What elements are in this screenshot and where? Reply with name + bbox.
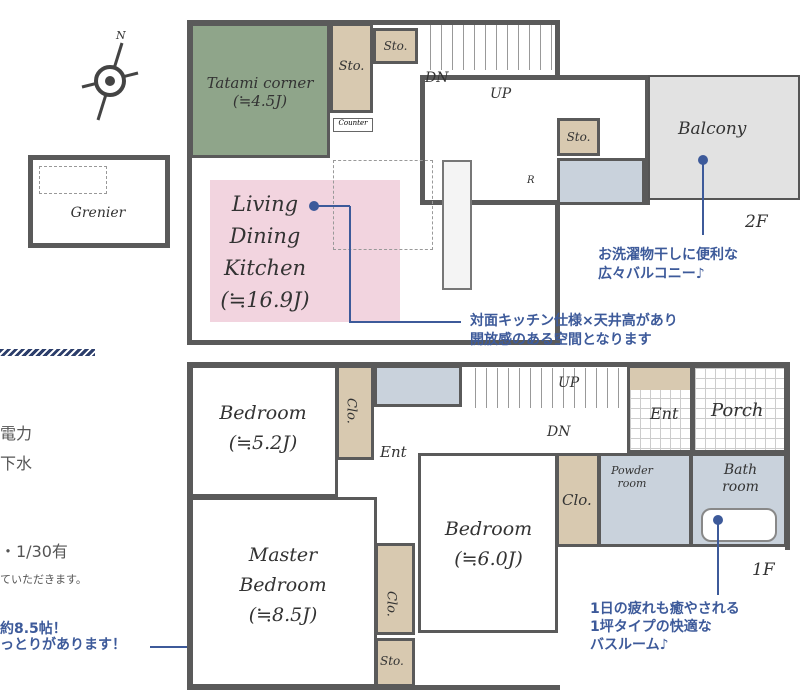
clo-label: Clo. [343, 398, 359, 424]
storage: Sto. [557, 118, 600, 156]
bath-room: Bath room [690, 453, 787, 547]
sto-label: Sto. [566, 130, 591, 144]
powder-room: Powder room [598, 453, 692, 547]
callout-line [314, 205, 350, 207]
r-label: R [527, 175, 535, 186]
toilet-1f [374, 365, 462, 407]
kitchen-callout: 対面キッチン仕様×天井高があり [470, 313, 678, 329]
tatami-label: Tatami corner [206, 74, 314, 92]
callout-line [702, 160, 704, 235]
room-size: (≒6.0J) [454, 548, 523, 570]
floor-label-1f: 1F [752, 560, 775, 580]
tatami-corner: Tatami corner(≒4.5J) [190, 23, 330, 158]
ldk-label: Kitchen [223, 256, 307, 280]
clo-label: Clo. [383, 591, 399, 617]
ldk-label: Living [231, 192, 299, 216]
ldk-area [210, 180, 400, 322]
svg-text:N: N [115, 29, 126, 42]
counter-label: Counter [333, 118, 373, 132]
ent-label: Ent [650, 404, 679, 423]
callout-line [349, 321, 461, 323]
sto-label: Sto. [338, 59, 365, 74]
sto-label: Sto. [380, 654, 404, 668]
porch: Porch [692, 365, 787, 453]
bath-label: Bath room [722, 462, 759, 495]
room-label: Bedroom [444, 518, 533, 540]
ldk-size: (≒16.9J) [220, 288, 310, 312]
side-text: ・1/30有 [0, 542, 68, 561]
clo-label: Clo. [562, 491, 592, 509]
callout-line [717, 520, 719, 595]
kitchen-counter [442, 160, 472, 290]
dn-label: DN [425, 70, 449, 86]
room-size: (≒8.5J) [248, 604, 318, 626]
bath-callout: 1日の疲れも癒やされる [590, 601, 740, 617]
grenier-room: Grenier [28, 155, 170, 248]
room-label: Master [248, 544, 318, 566]
storage: Sto. [373, 28, 418, 64]
room-label: Bedroom [219, 402, 307, 424]
bedroom-1: Bedroom (≒5.2J) [190, 365, 338, 497]
porch-label: Porch [711, 400, 764, 421]
kitchen-callout: 開放感のある空間となります [470, 332, 652, 348]
balcony-callout: お洗濯物干しに便利な [598, 247, 738, 263]
storage: Sto. [330, 23, 373, 113]
ldk-label: Dining [229, 224, 301, 248]
room-label: Bedroom [239, 574, 327, 596]
stripe-divider [0, 349, 95, 356]
compass-icon: N [80, 25, 140, 125]
stairs [465, 368, 625, 408]
side-text: 下水 [0, 454, 33, 473]
callout-line [150, 646, 195, 648]
up-label: UP [490, 86, 512, 102]
balcony: Balcony [648, 75, 800, 200]
toilet-2f [557, 158, 645, 205]
tatami-size: (≒4.5J) [232, 92, 288, 110]
floor-label-2f: 2F [745, 212, 768, 232]
grenier-label: Grenier [70, 205, 126, 221]
side-text: 電力 [0, 424, 33, 443]
balcony-label: Balcony [678, 119, 747, 139]
sto-label: Sto. [383, 39, 408, 53]
dn-label: DN [547, 424, 571, 440]
side-text: ていただきます。 [0, 573, 87, 586]
callout-line [349, 206, 351, 322]
up-label: UP [558, 375, 580, 391]
bath-callout: 1坪タイプの快適な [590, 619, 712, 635]
master-callout: っとりがあります！ [0, 637, 126, 653]
master-callout: 約8.5帖！ [0, 621, 67, 637]
powder-label: Powder room [611, 464, 653, 491]
room-size: (≒5.2J) [228, 432, 298, 454]
entrance: Ent [627, 365, 693, 453]
bedroom-2: Bedroom (≒6.0J) [418, 453, 558, 633]
bath-callout: バスルーム♪ [590, 637, 669, 653]
stairs [420, 25, 555, 70]
ent-label: Ent [380, 443, 407, 461]
balcony-callout: 広々バルコニー♪ [598, 266, 705, 282]
